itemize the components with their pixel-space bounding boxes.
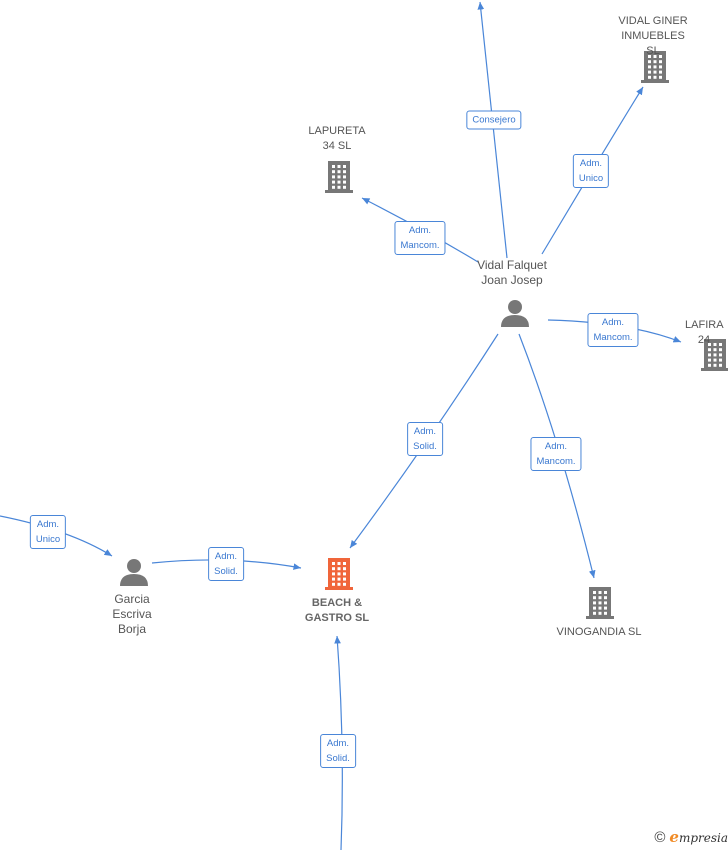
edge-role-label[interactable]: Adm. Mancom. — [587, 313, 639, 347]
edge-role-label[interactable]: Adm. Mancom. — [530, 437, 582, 471]
edge-role-label[interactable]: Adm. Unico — [572, 154, 610, 188]
edge-role-label[interactable]: Adm. Solid. — [407, 422, 443, 456]
empresia-watermark: © empresia — [654, 828, 728, 846]
company-icon[interactable] — [701, 339, 728, 371]
edge-role-label[interactable]: Consejero — [466, 110, 522, 130]
person-icon[interactable] — [120, 559, 148, 586]
company-name-label[interactable]: BEACH & GASTRO SL — [304, 597, 370, 624]
company-name-label[interactable]: VINOGANDIA SL — [556, 626, 642, 638]
company-name-label[interactable]: LAPURETA 34 SL — [308, 125, 366, 152]
copyright-icon: © — [654, 828, 666, 846]
company-icon[interactable] — [641, 51, 669, 83]
edge-role-label[interactable]: Adm. Solid. — [320, 734, 356, 768]
edge-role-label[interactable]: Adm. Unico — [29, 515, 67, 549]
company-name-label[interactable]: LAFIRA 24 — [685, 319, 724, 346]
person-icon[interactable] — [501, 300, 529, 327]
person-name-label[interactable]: Garcia Escriva Borja — [112, 592, 152, 636]
edge-role-label[interactable]: Adm. Solid. — [208, 547, 244, 581]
company-name-label[interactable]: VIDAL GINER INMUEBLES SL — [618, 15, 688, 57]
focus-company-icon[interactable] — [325, 558, 353, 590]
brand-logo: empresia — [669, 828, 728, 846]
company-icon[interactable] — [586, 587, 614, 619]
person-name-label[interactable]: Vidal Falquet Joan Josep — [477, 258, 547, 287]
edge-line — [477, 1, 508, 259]
company-icon[interactable] — [325, 161, 353, 193]
edge-role-label[interactable]: Adm. Mancom. — [394, 221, 446, 255]
